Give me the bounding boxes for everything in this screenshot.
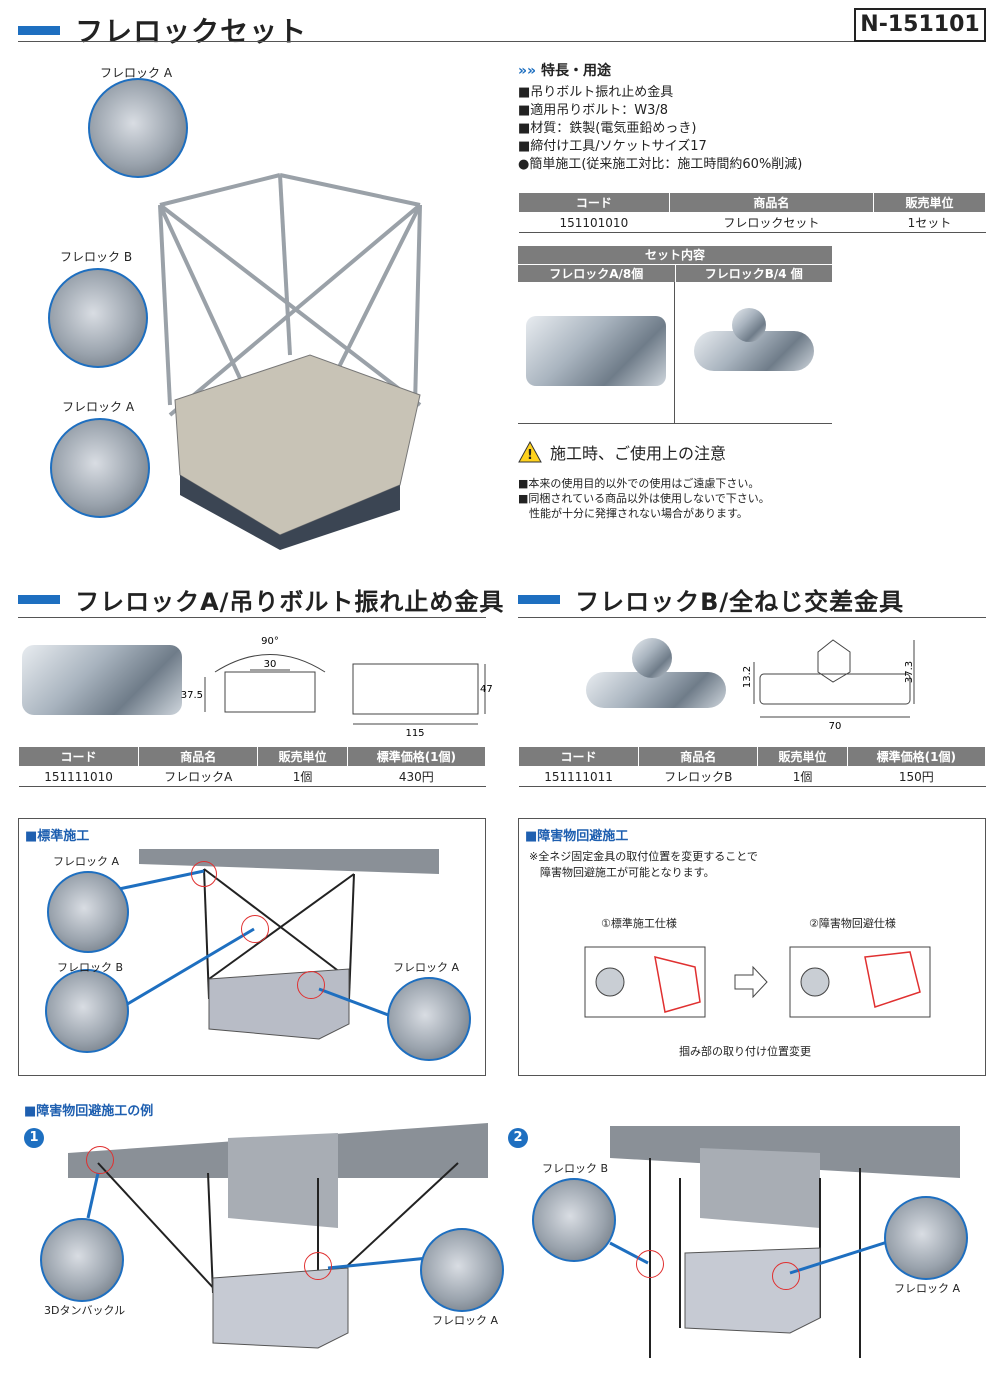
label-frelock-a: フレロック A	[53, 855, 120, 868]
label-frelock-b: フレロック B	[57, 961, 124, 974]
highlight-circle	[241, 915, 269, 943]
caution-line: ■同梱されている商品以外は使用しないで下さい。	[518, 492, 770, 505]
example-title: ■障害物回避施工の例	[24, 1104, 154, 1119]
dim-label: 13.2	[742, 666, 753, 688]
frelock-a-dimension-drawing: 90° 30 37.5 47 115	[181, 636, 493, 739]
frelock-b-bolt	[632, 638, 672, 678]
example-number-2: 2	[508, 1128, 528, 1148]
note-line: ※全ネジ固定金具の取付位置を変更することで	[529, 850, 758, 863]
dim-label: 37.3	[904, 661, 915, 683]
label-frelock-a-ex1: フレロック A	[432, 1314, 499, 1327]
example-number-1: 1	[24, 1128, 44, 1148]
suspension-frame-drawing	[158, 173, 422, 550]
panel-title: ■標準施工	[25, 829, 90, 844]
detail-circle-frelock-a	[47, 871, 129, 953]
dim-label: 30	[264, 659, 277, 670]
header: フレロックセット	[18, 10, 307, 50]
section-a-header: フレロックA/吊りボルト振れ止め金具	[18, 582, 504, 617]
detail-circle-frelock-b	[45, 969, 129, 1053]
feature-item: ■材質：鉄製(電気亜鉛めっき)	[518, 121, 697, 136]
panel-title: ■障害物回避施工	[525, 829, 629, 844]
section-b-header: フレロックB/全ねじ交差金具	[518, 582, 904, 617]
set-contents-col-b: フレロックB/4 個	[704, 267, 803, 281]
frelock-b-bolt-photo	[732, 308, 766, 342]
title-bar-decoration	[18, 595, 60, 604]
dim-label: 70	[829, 721, 842, 732]
table-header: コード	[518, 192, 670, 213]
frelock-a-photo	[526, 316, 666, 386]
figure-caption: 掴み部の取り付け位置変更	[679, 1045, 811, 1058]
caution-line: 性能が十分に発揮されない場合があります。	[518, 507, 748, 520]
title-bar-decoration	[18, 25, 60, 35]
detail-circle-frelock-a-ex1	[420, 1228, 504, 1312]
label-frelock-a-bottom: フレロック A	[62, 400, 135, 414]
obstacle-avoid-panel: ■障害物回避施工 ※全ネジ固定金具の取付位置を変更することで 障害物回避施工が可…	[518, 818, 986, 1076]
highlight-circle	[636, 1250, 664, 1278]
caution-line: ■本来の使用目的以外での使用はご遠慮下さい。	[518, 477, 760, 490]
dim-label: 37.5	[181, 690, 203, 701]
dim-label: 90°	[261, 636, 279, 647]
detail-circle-3d-turnbuckle	[40, 1218, 124, 1302]
label-frelock-b-top: フレロック B	[60, 250, 133, 264]
detail-circle-frelock-a-bottom	[50, 418, 150, 518]
arrow-right-icon	[734, 965, 768, 999]
title-bar-decoration	[518, 595, 560, 604]
detail-circle-frelock-a-ex2	[884, 1196, 968, 1280]
spec-avoid-label: ②障害物回避仕様	[809, 917, 896, 930]
label-frelock-a-top: フレロック A	[100, 66, 173, 80]
table-header: 商品名	[668, 192, 875, 213]
detail-circle-frelock-a-top	[88, 78, 188, 178]
dim-label: 47	[480, 684, 493, 695]
label-frelock-a-right: フレロック A	[393, 961, 460, 974]
product-number: N-151101	[854, 8, 986, 42]
header-rule	[18, 41, 986, 42]
frelock-b-dimension-drawing: 13.2 37.3 70	[742, 639, 915, 732]
label-frelock-a-ex2: フレロック A	[894, 1282, 961, 1295]
features: »» 特長・用途 ■吊りボルト振れ止め金具 ■適用吊りボルト：W3/8 ■材質：…	[518, 60, 802, 174]
highlight-circle	[191, 861, 217, 887]
section-a-title: フレロックA/吊りボルト振れ止め金具	[75, 588, 505, 616]
section-b-title: フレロックB/全ねじ交差金具	[575, 588, 905, 616]
standard-install-panel: ■標準施工 フレロック A フレロック B フレロック A	[18, 818, 486, 1076]
example-1-drawing	[68, 1123, 488, 1349]
highlight-circle	[297, 971, 325, 999]
table-header: 販売単位	[873, 192, 986, 213]
highlight-circle	[772, 1262, 800, 1290]
hero-illustration	[20, 55, 490, 555]
feature-item: ■締付け工具/ソケットサイズ17	[518, 139, 707, 154]
caution-title: 施工時、ご使用上の注意	[550, 444, 727, 463]
highlight-circle	[304, 1252, 332, 1280]
feature-item: ●簡単施工(従来施工対比：施工時間約60%削減)	[518, 157, 803, 172]
dim-label: 115	[405, 728, 424, 739]
note-line: 障害物回避施工が可能となります。	[529, 866, 715, 879]
caution: ! 施工時、ご使用上の注意 ■本来の使用目的以外での使用はご遠慮下さい。 ■同梱…	[518, 440, 770, 521]
set-contents: セット内容 フレロックA/8個 フレロックB/4 個	[518, 246, 832, 424]
svg-text:!: !	[527, 448, 533, 463]
detail-circle-frelock-b	[48, 268, 148, 368]
page-title: フレロックセット	[75, 15, 308, 48]
highlight-circle	[86, 1146, 114, 1174]
detail-circle-frelock-a-right	[387, 977, 471, 1061]
set-contents-col-a: フレロックA/8個	[518, 265, 676, 282]
feature-item: ■吊りボルト振れ止め金具	[518, 85, 674, 100]
spec-standard-label: ①標準施工仕様	[601, 917, 677, 930]
feature-item: ■適用吊りボルト：W3/8	[518, 103, 669, 118]
label-frelock-b-ex2: フレロック B	[542, 1162, 609, 1175]
frelock-a-product-photo	[22, 645, 182, 715]
warning-icon: !	[518, 440, 542, 463]
set-contents-title: セット内容	[518, 246, 832, 264]
label-3d-turnbuckle: 3Dタンバックル	[44, 1304, 126, 1317]
features-heading: 特長・用途	[540, 63, 611, 79]
chevron-right-icon: »»	[518, 63, 537, 79]
frelock-b-product-photo	[586, 672, 726, 708]
detail-circle-frelock-b-ex2	[532, 1178, 616, 1262]
